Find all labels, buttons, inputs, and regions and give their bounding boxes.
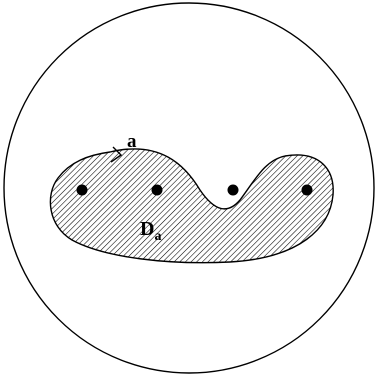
puncture-point — [227, 184, 239, 196]
puncture-point — [151, 184, 163, 196]
outer-disk-boundary — [3, 2, 375, 374]
curve-orientation-arrow — [110, 146, 123, 163]
region-d-a — [49, 148, 334, 264]
region-label-subscript: a — [154, 229, 161, 244]
puncture-point — [76, 184, 88, 196]
puncture-point — [301, 184, 313, 196]
curve-label-a: a — [127, 131, 137, 152]
region-label-d: Da — [140, 218, 161, 244]
region-label-main: D — [140, 218, 154, 240]
